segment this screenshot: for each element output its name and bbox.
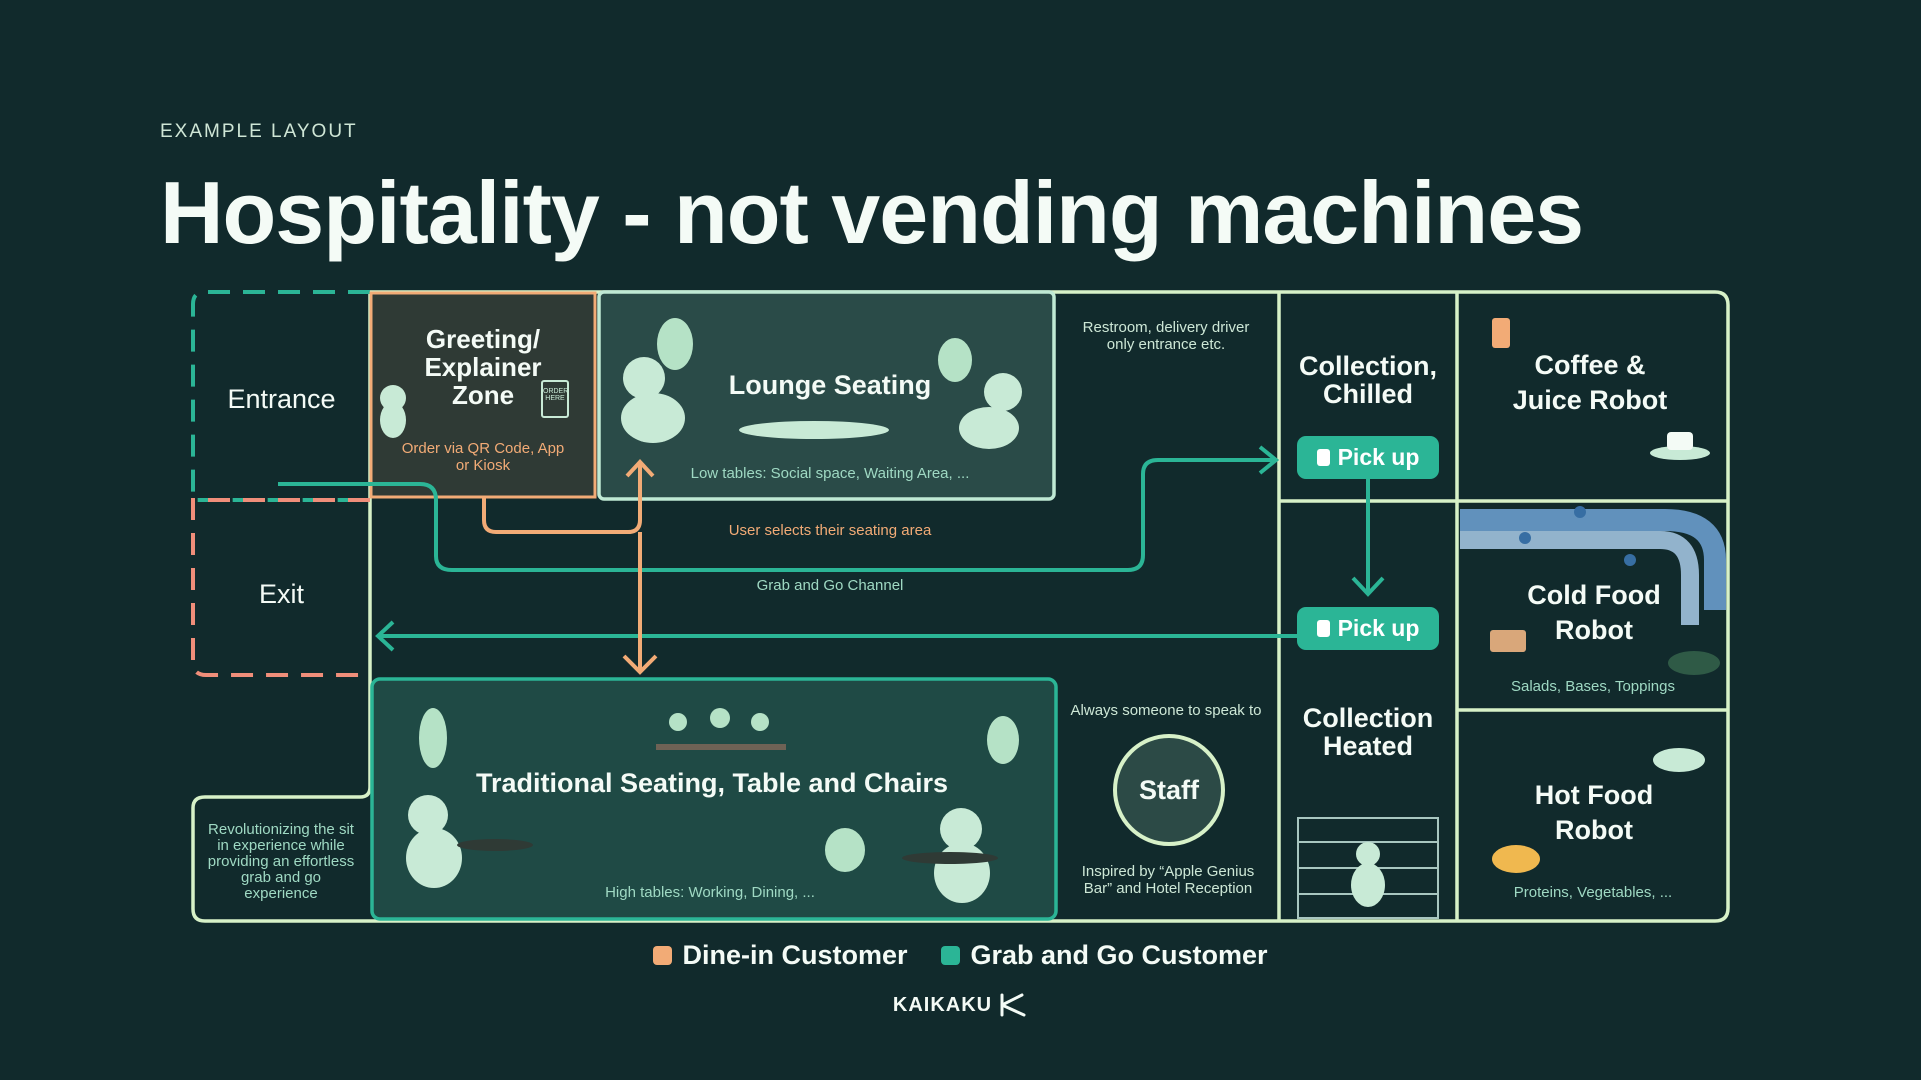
collection-heated-label: Collection Heated: [1302, 703, 1434, 761]
bag-icon: [1316, 620, 1330, 637]
grab-go-swatch: [941, 946, 961, 965]
revolution-note: Revolutionizing the sit in experience wh…: [207, 821, 355, 902]
staff-badge: Staff: [1113, 734, 1225, 846]
exit-border: [191, 498, 370, 677]
lounge-label: Lounge Seating: [728, 370, 932, 400]
pickup-heated-label: Pick up: [1337, 615, 1420, 641]
traditional-subtext: High tables: Working, Dining, ...: [605, 884, 815, 901]
cold-robot-tubes: [1460, 506, 1726, 625]
legend-dine-in-label: Dine-in Customer: [682, 940, 908, 970]
food-shelf-illustration: [1297, 817, 1439, 919]
lounge-subtext: Low tables: Social space, Waiting Area, …: [690, 465, 970, 482]
inspired-note: Inspired by “Apple Genius Bar” and Hotel…: [1081, 863, 1255, 897]
bag-icon: [1316, 449, 1330, 466]
bear-traditional-left: [406, 795, 462, 888]
bear-greeting: [380, 385, 406, 438]
grab-flow-path: [278, 458, 1276, 572]
greeting-zone: [369, 291, 597, 499]
collection-chilled-label: Collection, Chilled: [1298, 351, 1437, 409]
page-title: Hospitality - not vending machines: [160, 163, 1584, 262]
legend-dine-in: Dine-in Customer: [653, 940, 907, 971]
legend-grab-go: Grab and Go Customer: [941, 940, 1268, 971]
brand-wordmark: KAIKAKU: [892, 993, 993, 1016]
lounge-table: [739, 421, 889, 439]
hot-robot-subtext: Proteins, Vegetables, ...: [1513, 884, 1673, 901]
pickup-chilled-button[interactable]: Pick up: [1297, 436, 1439, 479]
plant-decorations: [419, 318, 1019, 872]
hot-robot-label: Hot Food Robot: [1534, 780, 1654, 845]
entrance-label: Entrance: [227, 384, 336, 414]
cold-robot-subtext: Salads, Bases, Toppings: [1511, 678, 1675, 695]
dine-in-swatch: [653, 946, 673, 965]
exit-label: Exit: [258, 579, 304, 609]
outer-frame: [191, 290, 1730, 923]
robot-food-illustrations: [1490, 318, 1720, 873]
coffee-robot-label: Coffee & Juice Robot: [1512, 350, 1668, 415]
dine-in-flow-path: [482, 464, 642, 534]
order-here-sign: ORDER HERE: [541, 380, 569, 418]
entrance-border: [191, 290, 370, 502]
traditional-zone: [370, 677, 1058, 921]
lounge-zone: [597, 290, 1056, 501]
pickup-chilled-label: Pick up: [1337, 444, 1420, 470]
bear-lounge-right: [959, 373, 1022, 449]
speak-note: Always someone to speak to: [1070, 702, 1262, 719]
legend: Dine-in Customer Grab and Go Customer: [0, 940, 1921, 971]
brand-logo: KAIKAKU: [0, 991, 1921, 1019]
bear-lounge-left: [621, 357, 685, 443]
grab-channel-label: Grab and Go Channel: [756, 577, 904, 594]
pickup-heated-button[interactable]: Pick up: [1297, 607, 1439, 650]
legend-grab-go-label: Grab and Go Customer: [970, 940, 1268, 970]
seating-select-label: User selects their seating area: [728, 522, 932, 539]
greeting-subtext: Order via QR Code, App or Kiosk: [401, 440, 565, 474]
traditional-label: Traditional Seating, Table and Chairs: [475, 768, 949, 798]
eyebrow-label: EXAMPLE LAYOUT: [160, 121, 358, 142]
brand-mark-icon: [1000, 993, 1026, 1017]
cold-robot-label: Cold Food Robot: [1527, 580, 1661, 645]
greeting-label: Greeting/ Explainer Zone: [424, 324, 542, 410]
restroom-note: Restroom, delivery driver only entrance …: [1082, 319, 1250, 353]
